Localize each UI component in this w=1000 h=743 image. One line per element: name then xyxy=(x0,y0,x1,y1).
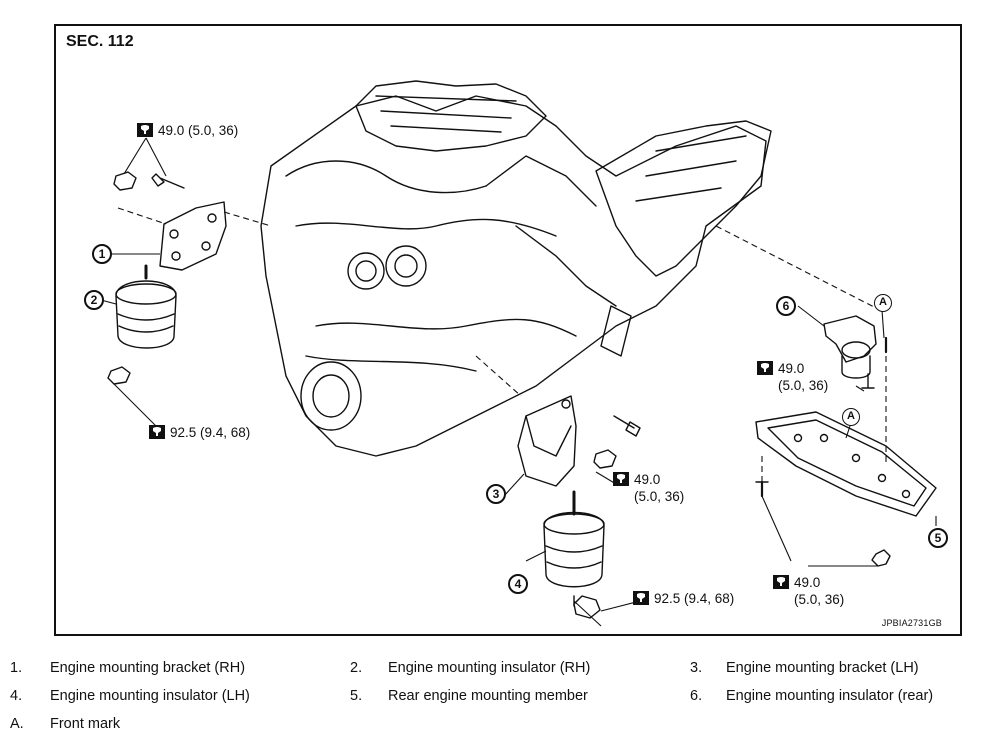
torque-spec-lh-insulator-nut: 92.5 (9.4, 68) xyxy=(632,590,734,607)
diagram-frame: SEC. 112 xyxy=(54,24,962,636)
torque-spec-rh-insulator-nut: 92.5 (9.4, 68) xyxy=(148,424,250,441)
crank-pulley xyxy=(300,361,362,431)
torque-value: 49.0 xyxy=(634,472,661,487)
intake-manifold xyxy=(355,80,547,152)
callout-5: 5 xyxy=(928,528,948,548)
torque-spec-rh-bracket-bolt: 49.0 (5.0, 36) xyxy=(136,122,238,139)
engine-block xyxy=(260,95,767,457)
torque-wrench-icon xyxy=(137,123,153,137)
torque-wrench-icon xyxy=(149,425,165,439)
legend-number: 3. xyxy=(690,660,703,676)
legend-number: A. xyxy=(10,716,24,732)
torque-wrench-icon xyxy=(633,591,649,605)
legend-text: Engine mounting insulator (RH) xyxy=(388,660,591,676)
callout-2: 2 xyxy=(84,290,104,310)
legend-number: 1. xyxy=(10,660,23,676)
torque-wrench-icon xyxy=(757,361,773,375)
torque-spec-rear-member: 49.0 (5.0, 36) xyxy=(772,574,844,608)
legend-number: 6. xyxy=(690,688,703,704)
legend-number: 4. xyxy=(10,688,23,704)
rh-insulator xyxy=(115,280,177,349)
callout-4: 4 xyxy=(508,574,528,594)
callout-1: 1 xyxy=(92,244,112,264)
front-mark-a-rear-insulator: A xyxy=(874,294,892,312)
lh-insulator xyxy=(543,511,605,588)
engine-mount-illustration xyxy=(100,80,937,627)
legend-text: Engine mounting bracket (LH) xyxy=(726,660,919,676)
reference-code: JPBIA2731GB xyxy=(881,618,942,628)
legend-text: Engine mounting bracket (RH) xyxy=(50,660,246,676)
transmission xyxy=(595,120,772,277)
callout-3: 3 xyxy=(486,484,506,504)
torque-value-detail: (5.0, 36) xyxy=(778,378,829,393)
torque-value: 49.0 xyxy=(778,361,805,376)
legend-text: Engine mounting insulator (LH) xyxy=(50,688,250,704)
torque-value-detail: (5.0, 36) xyxy=(794,592,845,607)
section-label: SEC. 112 xyxy=(66,33,134,50)
torque-wrench-icon xyxy=(613,472,629,486)
legend-number: 5. xyxy=(350,688,363,704)
torque-value-detail: (5.0, 36) xyxy=(634,489,685,504)
torque-value: 92.5 (9.4, 68) xyxy=(170,425,251,440)
front-mark-a-rear-member: A xyxy=(842,408,860,426)
rear-member xyxy=(755,411,937,517)
torque-wrench-icon xyxy=(773,575,789,589)
legend-text: Front mark xyxy=(50,716,121,732)
legend-text: Rear engine mounting member xyxy=(388,688,588,704)
torque-value: 49.0 xyxy=(794,575,821,590)
legend-text: Engine mounting insulator (rear) xyxy=(726,688,934,704)
torque-value: 49.0 (5.0, 36) xyxy=(158,123,239,138)
rh-bracket xyxy=(159,201,227,271)
lh-bracket xyxy=(517,395,577,487)
torque-value: 92.5 (9.4, 68) xyxy=(654,591,735,606)
torque-spec-rear-insulator: 49.0 (5.0, 36) xyxy=(756,360,828,394)
rear-insulator xyxy=(823,315,877,363)
torque-spec-lh-bracket: 49.0 (5.0, 36) xyxy=(612,471,684,505)
callout-6: 6 xyxy=(776,296,796,316)
legend-number: 2. xyxy=(350,660,363,676)
